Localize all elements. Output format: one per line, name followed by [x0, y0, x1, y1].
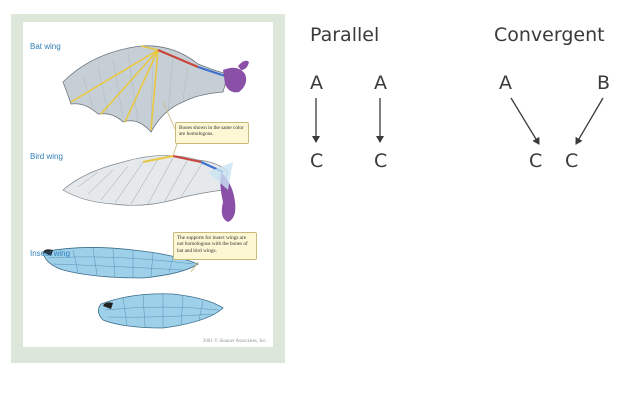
insect-wing-label: Insect wing — [30, 249, 71, 258]
convergent-node-bottom-left: C — [529, 150, 543, 172]
bird-wing-label: Bird wing — [30, 152, 63, 161]
parallel-node-bottom-right: C — [374, 150, 388, 172]
insect-callout: The supports for insect wings are not ho… — [173, 232, 257, 260]
wing-illustrations — [42, 45, 249, 329]
parallel-node-bottom-left: C — [310, 150, 324, 172]
convergent-heading: Convergent — [494, 24, 605, 46]
wing-homology-figure: Bat wing Bird wing Insect wing Bones sho… — [11, 14, 285, 363]
figure-canvas: Bat wing Bird wing Insect wing Bones sho… — [23, 22, 273, 347]
homologous-callout: Bones shown in the same color are homolo… — [175, 122, 249, 144]
parallel-node-top-left: A — [310, 72, 323, 94]
convergent-arrow-left — [510, 97, 540, 145]
parallel-heading: Parallel — [310, 24, 380, 46]
bat-wing-label: Bat wing — [30, 42, 61, 51]
copyright-notice: 2001 © Sinauer Associates, Inc. — [202, 339, 267, 344]
bird-wing-illustration — [62, 155, 236, 222]
convergent-node-top-right: B — [597, 72, 611, 94]
convergent-node-bottom-right: C — [565, 150, 579, 172]
convergent-node-top-left: A — [499, 72, 512, 94]
convergent-arrow-right — [575, 97, 604, 145]
bat-wing-illustration — [62, 45, 249, 133]
insect-wing-illustration — [42, 247, 224, 329]
parallel-node-top-right: A — [374, 72, 387, 94]
